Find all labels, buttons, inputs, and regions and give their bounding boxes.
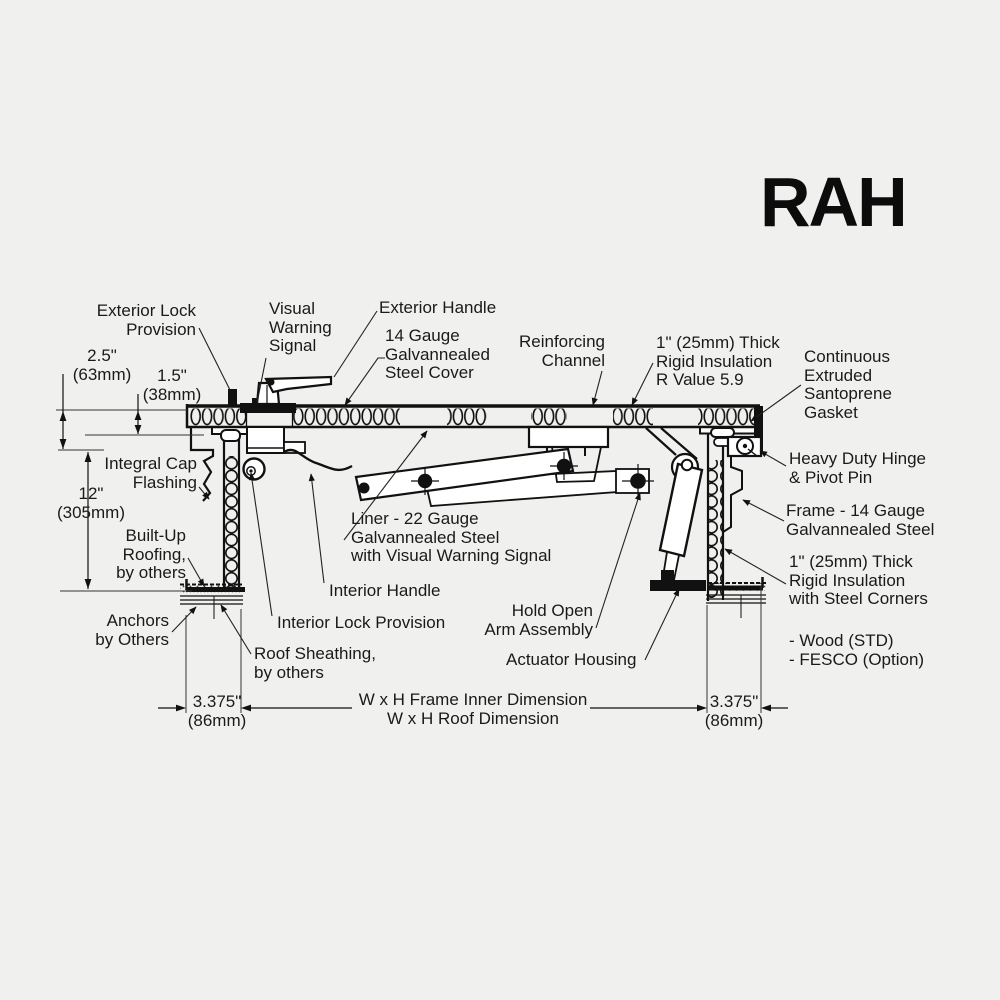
leader-hold-open	[595, 492, 641, 629]
leader-roof-sheathing	[220, 604, 252, 655]
callout-interior-lock: Interior Lock Provision	[277, 613, 446, 632]
cylinder-body	[658, 462, 704, 558]
dimension-lines	[56, 374, 788, 713]
callout-anchors: Anchors by Others	[95, 611, 169, 649]
callout-visual-warning: Visual Warning Signal	[269, 299, 332, 355]
callout-reinforcing: Reinforcing Channel	[519, 332, 605, 370]
leader-exterior-handle	[333, 310, 378, 378]
integral-cap-flashing-profile	[189, 428, 215, 502]
interior-handle-curve	[283, 448, 353, 472]
callout-interior-handle: Interior Handle	[329, 581, 441, 600]
interior-mechanism	[242, 426, 353, 481]
leader-gasket	[750, 384, 802, 422]
leader-interior-lock	[248, 472, 273, 617]
leader-cover	[344, 357, 385, 406]
callout-gasket: Continuous Extruded Santoprene Gasket	[804, 347, 892, 422]
leader-hinge	[759, 450, 787, 467]
drawing-title: RAH	[760, 163, 908, 241]
callout-hold-open: Hold Open Arm Assembly	[484, 601, 593, 639]
left-curb	[189, 426, 249, 592]
leader-built-up-roofing	[187, 557, 205, 587]
exterior-handle-group	[228, 375, 333, 406]
note-curb-options: - Wood (STD) - FESCO (Option)	[789, 631, 925, 669]
left-curb-insulation	[225, 456, 238, 588]
callout-frame: Frame - 14 Gauge Galvannealed Steel	[786, 501, 935, 539]
callout-hinge: Heavy Duty Hinge & Pivot Pin	[789, 449, 927, 487]
leader-actuator	[644, 588, 680, 661]
leader-visual-warning	[256, 357, 267, 404]
dim-width-height-note: W x H Frame Inner Dimension W x H Roof D…	[358, 690, 588, 728]
callout-actuator: Actuator Housing	[506, 650, 637, 669]
cover-right-skirt	[754, 406, 763, 453]
leader-frame	[742, 499, 785, 522]
callout-insulation-top: 1" (25mm) Thick Rigid Insulation R Value…	[656, 333, 780, 389]
leader-liner	[343, 430, 428, 541]
exterior-lock-pin	[228, 389, 237, 406]
leader-interior-handle	[308, 473, 325, 584]
callout-roof-sheathing: Roof Sheathing, by others	[254, 644, 376, 682]
callout-liner: Liner - 22 Gauge Galvannealed Steel with…	[351, 509, 552, 565]
gas-spring-actuator	[645, 427, 706, 591]
dim-3-375-right: 3.375" (86mm)	[704, 692, 764, 730]
leader-exterior-lock	[198, 327, 231, 391]
callout-cover: 14 Gauge Galvannealed Steel Cover	[385, 326, 490, 382]
callout-built-up-roofing: Built-Up Roofing, by others	[116, 526, 186, 582]
handle-grip	[264, 375, 333, 394]
left-gasket	[220, 429, 241, 442]
dimension-arrowheads	[59, 411, 771, 712]
dim-2-5-inch: 2.5" (63mm)	[72, 346, 132, 384]
callout-exterior-lock: Exterior Lock Provision	[96, 301, 196, 339]
dim-12-inch: 12" (305mm)	[56, 484, 125, 522]
actuator-housing-foot	[650, 580, 706, 591]
callout-exterior-handle: Exterior Handle	[379, 298, 497, 317]
callout-cap-flashing: Integral Cap Flashing	[104, 454, 197, 492]
interior-lock-housing	[246, 426, 285, 454]
handle-base-plate	[240, 403, 296, 413]
leader-insulation-top	[631, 362, 654, 406]
leader-lines	[171, 310, 802, 661]
cover-assembly	[185, 403, 760, 429]
leader-reinforcing	[591, 370, 603, 406]
leader-anchors	[171, 606, 197, 633]
upper-arm	[354, 447, 575, 502]
dim-3-375-left: 3.375" (86mm)	[187, 692, 247, 730]
right-curb-insulation	[709, 460, 722, 598]
leader-insulation-side	[724, 548, 787, 585]
leader-cap-flashing	[198, 486, 210, 500]
hold-open-arm-assembly	[354, 446, 654, 507]
right-frame-profile	[722, 456, 743, 533]
callout-insulation-side: 1" (25mm) Thick Rigid Insulation with St…	[789, 552, 928, 608]
dim-1-5-inch: 1.5" (38mm)	[142, 366, 202, 404]
right-curb	[699, 406, 763, 601]
right-gasket	[710, 427, 735, 438]
